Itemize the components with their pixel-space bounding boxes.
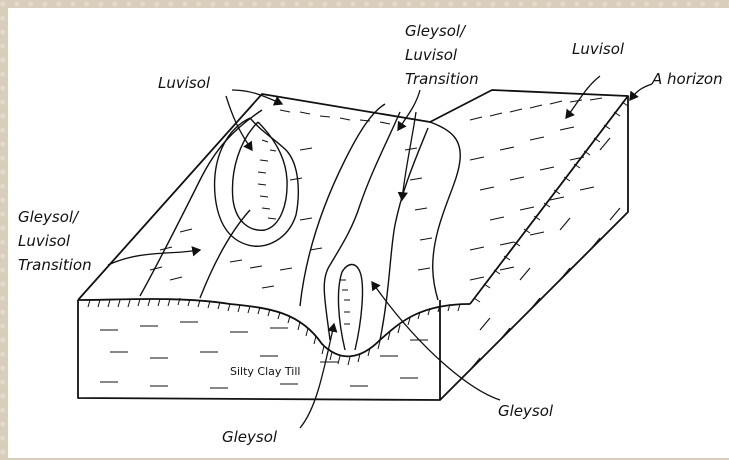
label-transition-top-2: Luvisol xyxy=(405,46,458,64)
top-surface-outline xyxy=(78,90,628,304)
arrow-gleysol-right xyxy=(372,282,500,400)
label-luvisol-right: Luvisol xyxy=(572,40,625,58)
label-gleysol-right: Gleysol xyxy=(498,402,554,420)
arrow-luvisol-right xyxy=(566,76,600,118)
label-silty-clay-till: Silty Clay Till xyxy=(230,365,300,378)
label-gleysol-bottom: Gleysol xyxy=(222,428,278,446)
arrow-luvisol-left-b xyxy=(226,96,252,150)
arrow-transition-top-a xyxy=(398,90,420,130)
front-face-outline xyxy=(78,300,440,400)
leader-arrows xyxy=(108,76,652,428)
arrow-luvisol-left-a xyxy=(232,90,282,104)
label-transition-top-1: Gleysol/ xyxy=(405,22,467,40)
soil-boundaries xyxy=(140,104,460,350)
label-transition-top-3: Transition xyxy=(405,70,479,88)
surface-dashes xyxy=(100,98,620,388)
label-luvisol-left: Luvisol xyxy=(158,74,211,92)
arrow-transition-top-b xyxy=(402,112,416,200)
block-outline xyxy=(78,90,628,400)
label-transition-left-2: Luvisol xyxy=(18,232,71,250)
label-transition-left-1: Gleysol/ xyxy=(18,208,80,226)
label-a-horizon: A horizon xyxy=(651,70,723,88)
arrow-gleysol-bottom xyxy=(300,324,334,428)
arrow-a-horizon xyxy=(630,84,652,100)
label-transition-left-3: Transition xyxy=(18,256,92,274)
